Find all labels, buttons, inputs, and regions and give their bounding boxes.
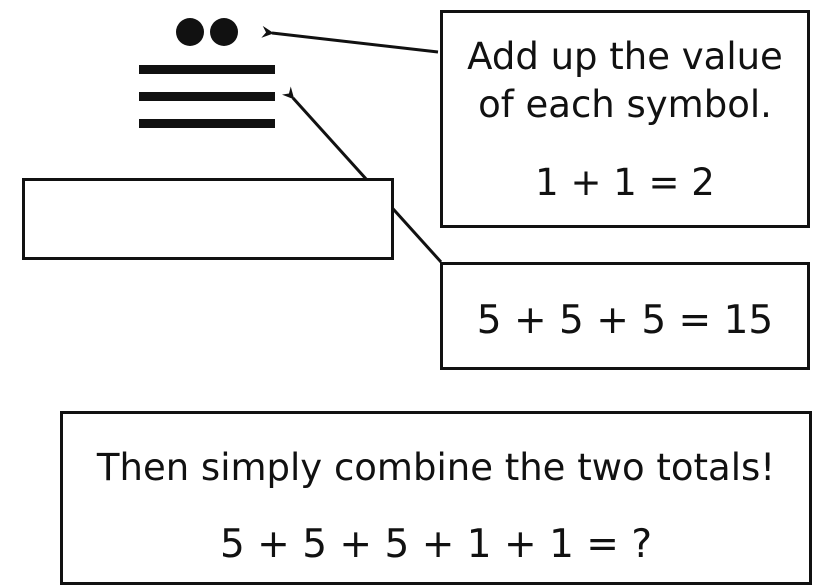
maya-bar <box>139 92 275 101</box>
maya-dot <box>176 18 204 46</box>
dots-explanation-line-1: Add up the value <box>467 35 783 78</box>
dots-explanation-box: Add up the value of each symbol. 1 + 1 =… <box>440 10 810 228</box>
maya-dot <box>210 18 238 46</box>
dots-explanation-line-2: of each symbol. <box>478 83 772 126</box>
bars-explanation-box: 5 + 5 + 5 = 15 <box>440 262 810 370</box>
maya-bar <box>139 119 275 128</box>
arrow-to-dots <box>261 25 439 54</box>
maya-bar <box>139 65 275 74</box>
maya-dots-symbol <box>176 18 238 46</box>
bars-equation: 5 + 5 + 5 = 15 <box>476 298 774 343</box>
combine-equation: 5 + 5 + 5 + 1 + 1 = ? <box>219 522 653 567</box>
combine-box: Then simply combine the two totals! 5 + … <box>60 411 812 585</box>
combine-instruction: Then simply combine the two totals! <box>96 446 776 489</box>
dots-equation: 1 + 1 = 2 <box>535 161 715 204</box>
maya-bars-symbol <box>139 65 275 128</box>
answer-box[interactable] <box>22 178 394 260</box>
